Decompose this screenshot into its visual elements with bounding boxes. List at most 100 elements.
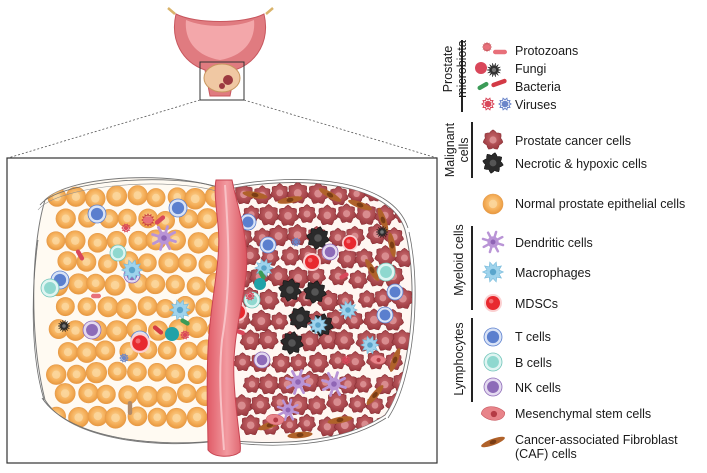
necrotic-cell-icon — [278, 278, 302, 302]
caf-icon — [327, 416, 353, 424]
dendritic-cell-icon — [285, 369, 311, 395]
epithelial-cell-icon — [165, 363, 186, 384]
epithelial-cell-icon — [67, 364, 87, 384]
bacteria-icon — [154, 215, 166, 225]
protozoan-icon — [481, 41, 493, 53]
right-lobe — [224, 179, 416, 446]
epithelial-cell-icon — [118, 385, 138, 405]
epithelial-cell-icon — [482, 193, 504, 215]
epithelial-cell-icon — [177, 383, 197, 403]
cancer-cell-icon — [298, 370, 321, 392]
cancer-cell-icon — [249, 393, 271, 415]
lymphocytes-bracket — [471, 318, 473, 402]
virus-icon — [245, 291, 255, 301]
epithelial-cell-icon — [77, 297, 97, 316]
virus-icon — [481, 97, 495, 111]
epithelial-cell-icon — [155, 299, 175, 318]
cancer-cell-icon — [306, 266, 327, 286]
nk-cell-icon — [253, 351, 271, 369]
epithelial-cell-icon — [198, 254, 218, 275]
cancer-cell-icon — [326, 390, 349, 413]
legend-label-prostate-cancer: Prostate cancer cells — [515, 134, 632, 148]
b-cell-icon — [243, 291, 261, 309]
nk-cell-icon — [82, 320, 102, 340]
legend-label-mdscs: MDSCs — [515, 297, 559, 311]
necrotic-cell-icon — [482, 152, 504, 174]
group-label-microbiota: Prostate microbiota — [441, 40, 469, 98]
cancer-cell-icon — [277, 204, 299, 226]
epithelial-cell-icon — [186, 316, 208, 339]
epithelial-cell-icon — [179, 341, 199, 361]
epithelial-cell-icon — [55, 297, 75, 317]
cancer-cell-icon — [357, 290, 377, 308]
epithelial-cell-icon — [106, 185, 128, 207]
epithelial-cell-icon — [85, 362, 108, 384]
epithelial-cell-icon — [127, 362, 147, 382]
legend-label-t-cells: T cells — [515, 330, 551, 344]
t-cell-icon — [168, 198, 188, 218]
b-cell-icon — [376, 262, 396, 282]
epithelial-cell-icon — [177, 253, 197, 273]
bacteria-icon — [75, 249, 85, 261]
bacteria-icon — [477, 81, 489, 91]
msc-icon — [480, 406, 506, 421]
cancer-cell-icon — [240, 414, 262, 436]
bacteria-icon — [339, 272, 349, 280]
msc-icon — [265, 414, 285, 426]
legend-label-macrophages: Macrophages — [515, 266, 591, 280]
legend-label-dendritic: Dendritic cells — [515, 236, 593, 250]
t-cell-icon — [386, 283, 404, 301]
legend-label-caf: Cancer-associated Fibroblast (CAF) cells — [515, 433, 678, 461]
caf-icon — [377, 208, 389, 232]
epithelial-cell-icon — [127, 185, 148, 206]
epithelial-cell-icon — [64, 230, 86, 251]
epithelial-cell-icon — [184, 188, 206, 210]
cancer-cell-icon — [391, 329, 413, 351]
epithelial-cell-icon — [137, 296, 158, 316]
epithelial-cell-icon — [46, 364, 67, 385]
epithelial-cell-icon — [186, 406, 208, 428]
cancer-cell-icon — [286, 223, 309, 246]
legend-label-normal-epithelial: Normal prostate epithelial cells — [515, 197, 686, 211]
dendritic-cell-icon — [321, 371, 347, 397]
epithelial-cell-icon — [68, 406, 90, 428]
cancer-cell-icon — [239, 329, 261, 351]
epithelial-cell-icon — [196, 208, 218, 230]
epithelial-cell-icon — [186, 276, 206, 296]
cancer-cell-icon — [242, 374, 262, 393]
cancer-cell-icon — [297, 413, 317, 432]
urethra — [206, 179, 248, 457]
virus-icon — [119, 353, 129, 363]
myeloid-bracket — [471, 226, 473, 310]
protozoan-icon — [141, 213, 155, 227]
epithelial-cell-icon — [117, 208, 137, 228]
macrophage-icon — [481, 261, 505, 283]
cancer-cell-icon — [250, 309, 273, 332]
cancer-cell-icon — [328, 266, 348, 286]
legend-label-viruses: Viruses — [515, 98, 557, 112]
nk-cell-icon — [483, 377, 503, 397]
epithelial-cell-icon — [128, 230, 149, 251]
caf-icon — [318, 188, 342, 202]
necrotic-cell-icon — [303, 280, 327, 304]
cancer-cell-icon — [257, 204, 280, 226]
macrophage-icon — [338, 300, 358, 320]
virus-icon — [341, 355, 351, 365]
cancer-cell-icon — [316, 204, 338, 226]
cancer-cell-icon — [394, 247, 413, 268]
dendritic-cell-icon — [151, 225, 177, 251]
epithelial-cell-icon — [137, 253, 157, 273]
bladder-icon — [167, 7, 274, 101]
caf-icon — [277, 196, 303, 204]
cancer-cell-icon — [298, 330, 321, 352]
epithelial-cell-icon — [65, 320, 86, 341]
macrophage-icon — [308, 315, 328, 335]
epithelial-cell-icon — [87, 405, 109, 427]
necrotic-cell-icon — [280, 331, 304, 355]
macrophage-icon — [120, 259, 144, 281]
cancer-cell-icon — [348, 394, 367, 413]
bacteria-icon — [491, 78, 507, 88]
bacteria-icon — [235, 328, 245, 336]
epithelial-cell-icon — [86, 273, 106, 293]
